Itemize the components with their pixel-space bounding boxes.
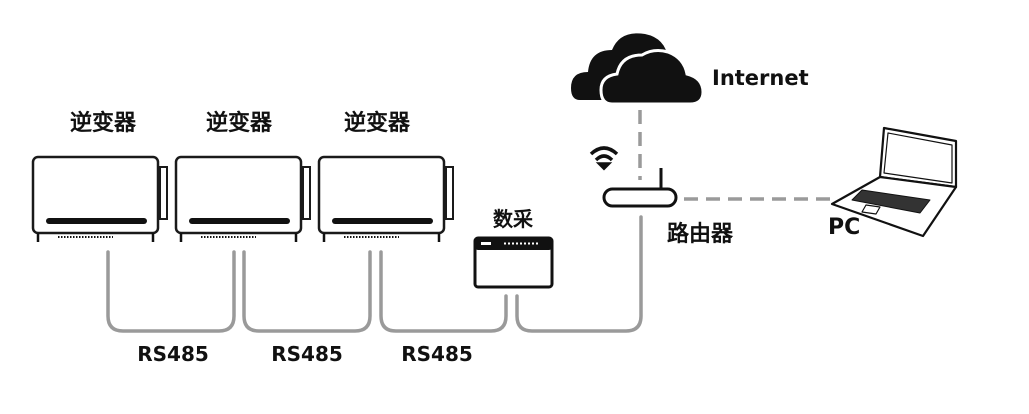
inverter-2: [174, 155, 311, 242]
pc-label: PC: [828, 215, 860, 240]
inverter-2-label: 逆变器: [206, 110, 273, 136]
rs485-label-2: RS485: [271, 342, 343, 366]
datalogger-label: 数采: [493, 207, 533, 231]
rs485-cable-2: [242, 250, 372, 333]
cloud-icon: [571, 33, 705, 106]
wifi-icon: [589, 146, 619, 171]
internet-label: Internet: [712, 66, 809, 90]
rs485-label-1: RS485: [137, 342, 209, 366]
rs485-cable-3: [379, 250, 508, 333]
datalogger-icon: [473, 236, 554, 289]
inverter-3-label: 逆变器: [344, 110, 411, 136]
inverter-3: [317, 155, 454, 242]
router-label: 路由器: [667, 221, 734, 247]
inverter-1: [31, 155, 168, 242]
datalogger-router-cable: [515, 215, 643, 333]
inverter-1-label: 逆变器: [70, 110, 137, 136]
router-icon: [602, 168, 678, 208]
rs485-cable-1: [106, 250, 236, 333]
rs485-label-3: RS485: [401, 342, 473, 366]
laptop-icon: [830, 126, 958, 238]
